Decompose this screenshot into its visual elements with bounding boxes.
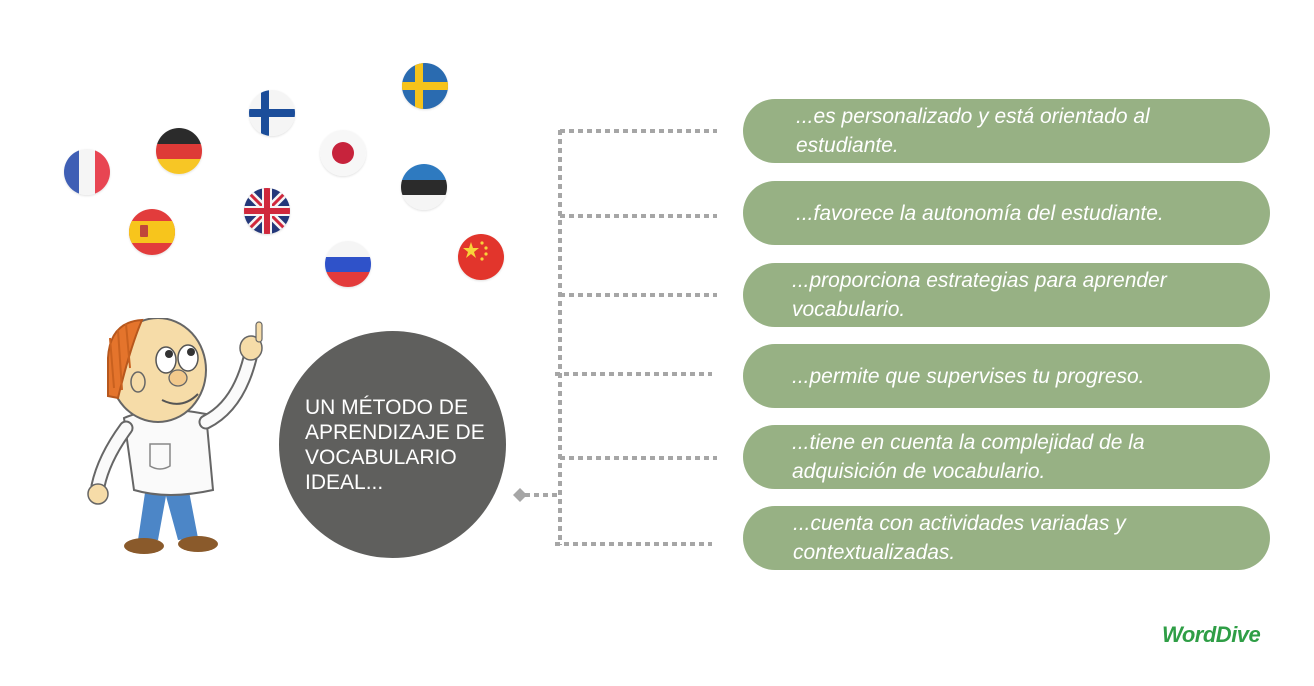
russia-flag-icon — [325, 241, 371, 287]
branch-pill-2: ...favorece la autonomía del estudiante. — [743, 181, 1270, 245]
branch-pill-1: ...es personalizado y está orientado al … — [743, 99, 1270, 163]
japan-flag-icon — [320, 130, 366, 176]
spain-flag-icon — [129, 209, 175, 255]
germany-flag-icon — [156, 128, 202, 174]
sweden-flag-icon — [402, 63, 448, 109]
estonia-flag-icon — [401, 164, 447, 210]
center-topic-circle: UN MÉTODO DE APRENDIZAJE DE VOCABULARIO … — [279, 331, 506, 558]
connector-diamond — [513, 488, 527, 502]
branch-pill-3: ...proporciona estrategias para aprender… — [743, 263, 1270, 327]
france-flag-icon — [64, 149, 110, 195]
mascot-illustration — [87, 318, 263, 554]
china-flag-icon — [458, 234, 504, 280]
branch-pill-6: ...cuenta con actividades variadas y con… — [743, 506, 1270, 570]
branch-pill-5: ...tiene en cuenta la complejidad de la … — [743, 425, 1270, 489]
worddive-logo: WordDive — [1162, 622, 1261, 647]
finland-flag-icon — [249, 90, 295, 136]
center-topic-text: UN MÉTODO DE APRENDIZAJE DE VOCABULARIO … — [305, 396, 485, 494]
branch-pill-4: ...permite que supervises tu progreso. — [743, 344, 1270, 408]
dotted-connector — [513, 129, 717, 546]
united-kingdom-flag-icon — [244, 188, 290, 234]
